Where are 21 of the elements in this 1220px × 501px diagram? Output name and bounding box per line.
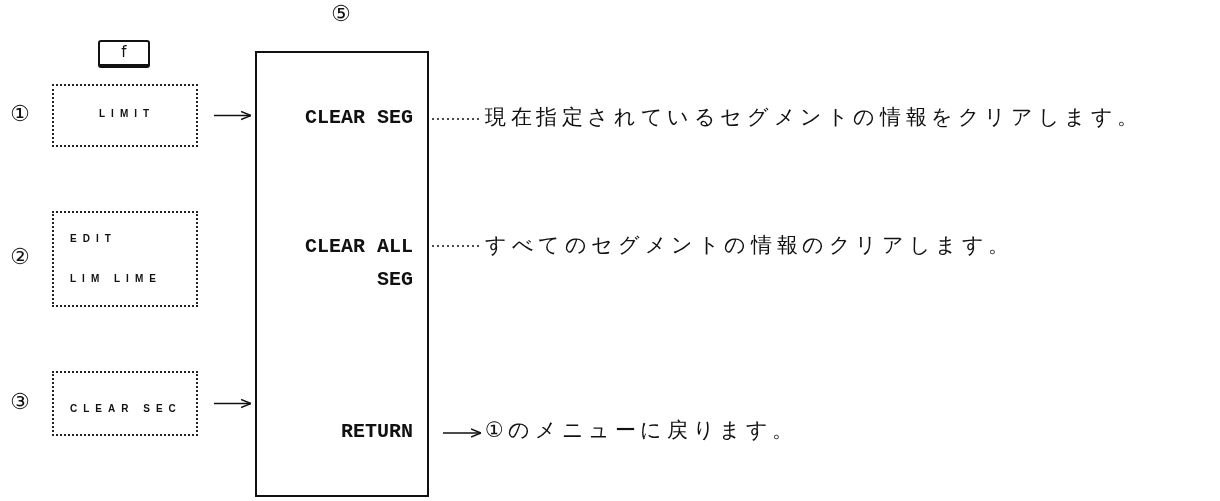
callout-number: ①: [10, 100, 30, 126]
callout-number: ②: [10, 244, 30, 269]
description-text: ①のメニューに戻ります。: [485, 416, 885, 446]
key-cap: f: [98, 40, 150, 68]
description-text: 現在指定されているセグメントの情報をクリアします。: [485, 103, 1215, 133]
softkey-label: LIM LIME: [70, 273, 162, 284]
arrow: [213, 110, 252, 121]
description-text: すべてのセグメントの情報のクリアします。: [485, 231, 1045, 261]
softkey-label: CLEAR SEC: [70, 403, 182, 414]
menu-item: CLEAR SEG: [257, 101, 427, 137]
arrow: [213, 398, 252, 409]
menu-item: CLEAR ALL SEG: [257, 230, 427, 300]
softkey-box: [52, 371, 198, 436]
callout-number: ⑤: [331, 1, 351, 26]
arrow: [442, 428, 482, 438]
softkey-label: LIMIT: [99, 108, 156, 119]
softkey-label: EDIT: [70, 233, 117, 244]
callout-number: ③: [10, 388, 30, 414]
softkey-box: [52, 211, 198, 307]
softkey-box: [52, 84, 198, 147]
menu-item: RETURN: [257, 415, 427, 451]
